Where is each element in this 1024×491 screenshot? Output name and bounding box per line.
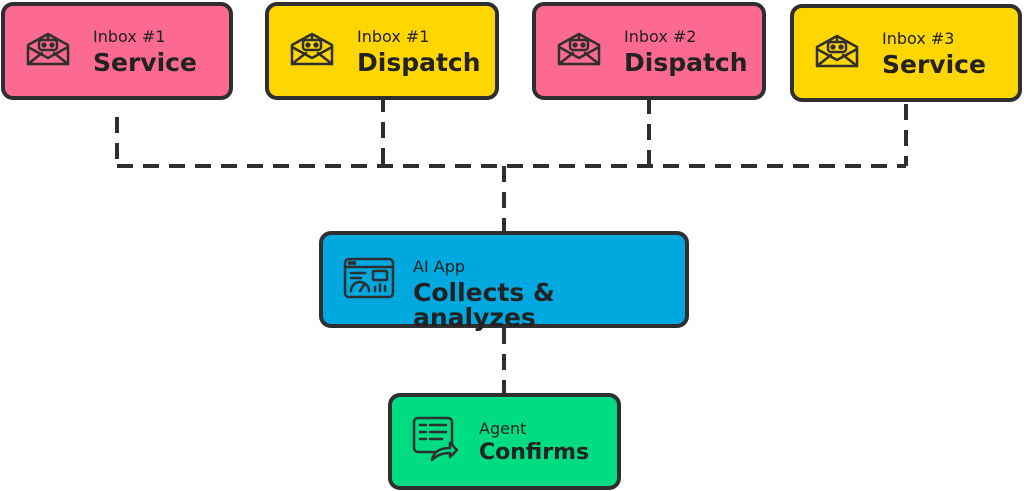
node-label: Collects & analyzes [413, 278, 555, 332]
form-forward-icon [412, 416, 459, 468]
mail-robot-icon [556, 31, 602, 71]
mail-robot-icon [289, 31, 335, 71]
node-caption: Inbox #1 [93, 27, 166, 46]
mail-robot-icon [814, 33, 860, 73]
ai-app-node: AI App Collects & analyzes [319, 231, 689, 332]
dashboard-icon [343, 257, 395, 303]
inbox-2-dispatch-node: Inbox #2 Dispatch [532, 2, 766, 100]
agent-node: Agent Confirms [388, 393, 621, 490]
node-caption: AI App [413, 257, 466, 276]
node-label: Service [882, 50, 986, 79]
node-label: Service [93, 48, 197, 77]
node-caption: Inbox #1 [357, 27, 430, 46]
node-caption: Inbox #3 [882, 29, 955, 48]
node-label: Dispatch [357, 48, 481, 77]
inbox-3-service-node: Inbox #3 Service [790, 4, 1022, 102]
node-label: Dispatch [624, 48, 748, 77]
node-caption: Agent [479, 419, 527, 438]
node-caption: Inbox #2 [624, 27, 697, 46]
inbox-1-service-node: Inbox #1 Service [1, 2, 233, 100]
mail-robot-icon [25, 31, 71, 71]
node-label: Confirms [479, 440, 590, 465]
inbox-1-dispatch-node: Inbox #1 Dispatch [265, 2, 499, 100]
